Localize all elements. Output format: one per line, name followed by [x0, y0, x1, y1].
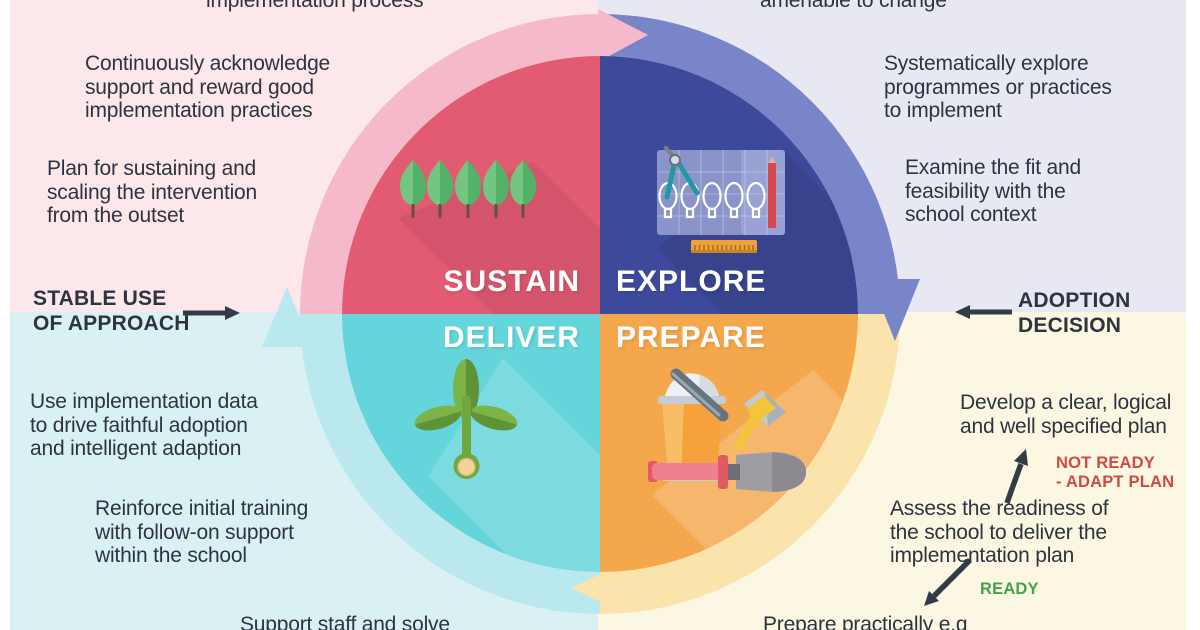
trowel-icon	[648, 452, 806, 492]
right-border	[1186, 0, 1200, 630]
ring-arrowhead-explore-to-prepare-icon	[870, 279, 920, 341]
sustain-label: SUSTAIN	[443, 265, 580, 298]
tools-icon	[648, 368, 806, 492]
sustain-note-2: Plan for sustaining and scaling the inte…	[47, 157, 257, 227]
marker-arrows	[183, 305, 1028, 606]
explore-cutoff-note: amenable to change	[760, 0, 947, 12]
blueprint-trees-drawing	[658, 181, 766, 219]
ring-arrowhead-prepare-to-deliver-icon	[571, 563, 624, 613]
left-border	[0, 0, 10, 630]
ring-sustain	[300, 14, 600, 314]
stable-use-arrow-icon	[183, 306, 240, 320]
quadrant-prepare	[600, 314, 858, 572]
cycle-ring	[262, 9, 920, 614]
sustain-cutoff-note: implementation process	[206, 0, 424, 12]
adoption-decision-marker: ADOPTION DECISION	[1018, 289, 1131, 337]
prepare-note-1: Develop a clear, logical and well specif…	[960, 391, 1172, 438]
prepare-cutoff-note: Prepare practically e.g	[763, 613, 968, 630]
seedling-icon	[414, 359, 518, 479]
pencil-icon	[768, 156, 776, 228]
explore-note-2: Examine the fit and feasibility with the…	[905, 156, 1081, 226]
adoption-decision-arrow-icon	[955, 305, 1012, 319]
ring-deliver	[300, 314, 600, 614]
deliver-cutoff-note: Support staff and solve	[240, 613, 450, 630]
explore-label: EXPLORE	[616, 265, 767, 298]
ready-outcome-label: READY	[980, 580, 1039, 598]
seedling-shadow	[428, 358, 600, 572]
prepare-note-2: Assess the readiness of the school to de…	[890, 497, 1109, 567]
compass-icon	[664, 146, 700, 200]
ring-arrowhead-deliver-to-sustain-icon	[262, 287, 312, 347]
ruler-icon	[691, 240, 757, 253]
spreader-icon	[733, 390, 786, 452]
bucket-handle	[670, 368, 729, 422]
stable-use-marker: STABLE USE OF APPROACH	[33, 287, 190, 335]
ready-arrow-icon	[924, 558, 972, 606]
blueprint-icon	[657, 146, 785, 253]
not-ready-outcome-label: NOT READY - ADAPT PLAN	[1056, 454, 1175, 491]
explore-note-1: Systematically explore programmes or pra…	[884, 52, 1112, 122]
ring-arrowhead-sustain-to-explore-icon	[598, 9, 648, 62]
deliver-label: DELIVER	[442, 321, 580, 354]
sustain-note-1: Continuously acknowledge support and rew…	[85, 52, 331, 122]
deliver-note-2: Reinforce initial training with follow-o…	[95, 497, 309, 567]
not-ready-arrow-icon	[1004, 449, 1028, 504]
blueprint-shadow	[657, 150, 858, 314]
bucket-icon	[658, 368, 729, 481]
trees-shadow	[398, 162, 600, 314]
prepare-label: PREPARE	[616, 321, 766, 354]
ring-prepare	[600, 314, 900, 614]
deliver-note-1: Use implementation data to drive faithfu…	[30, 390, 258, 460]
